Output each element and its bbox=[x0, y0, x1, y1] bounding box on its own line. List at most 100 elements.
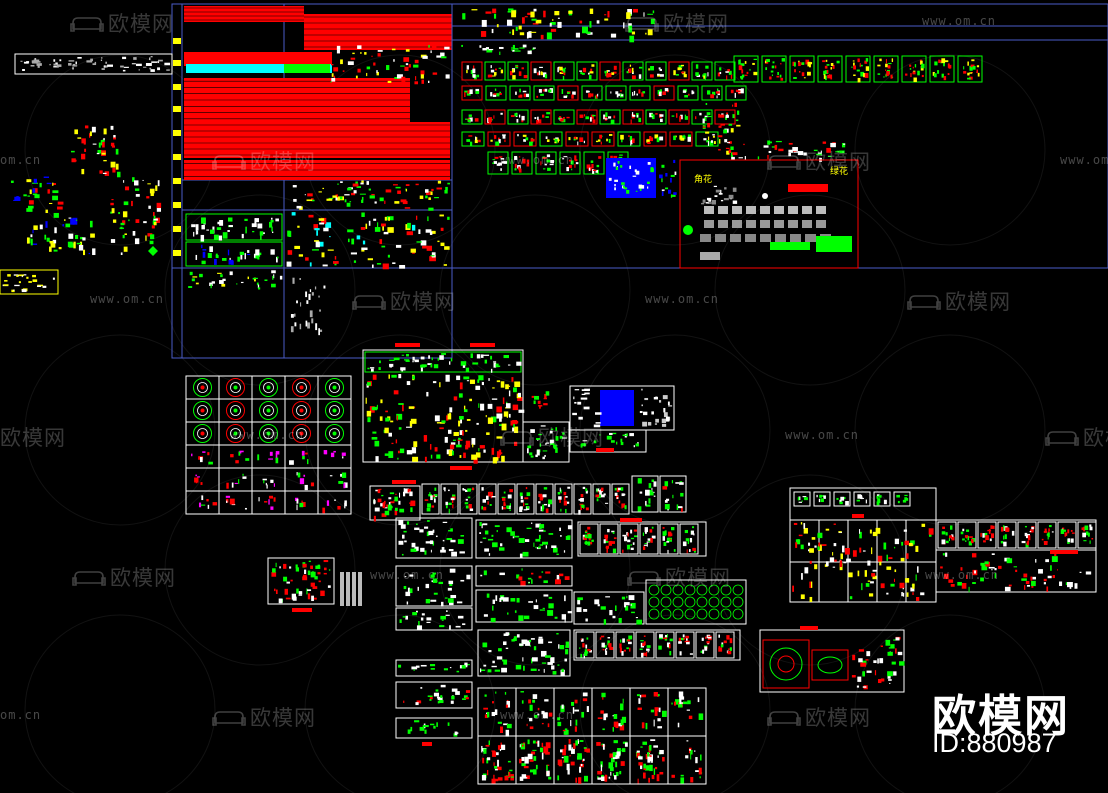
detail-mark bbox=[424, 456, 427, 463]
detail-mark bbox=[640, 640, 644, 642]
detail-mark bbox=[574, 699, 578, 704]
detail-mark bbox=[505, 632, 510, 636]
detail-mark bbox=[575, 719, 578, 726]
detail-mark bbox=[617, 487, 622, 491]
detail-mark bbox=[422, 725, 429, 728]
medallion bbox=[259, 401, 278, 420]
detail-mark bbox=[506, 401, 508, 405]
detail-mark bbox=[541, 722, 544, 725]
detail-mark bbox=[595, 422, 601, 424]
detail-mark bbox=[496, 406, 502, 413]
detail-mark bbox=[398, 403, 404, 405]
detail-mark bbox=[545, 545, 548, 549]
detail-mark bbox=[616, 497, 619, 499]
detail-mark bbox=[633, 90, 636, 96]
small-medallion bbox=[708, 596, 720, 608]
detail-mark bbox=[429, 699, 432, 701]
detail-mark bbox=[496, 93, 500, 97]
detail-mark bbox=[862, 686, 867, 688]
medallion-inner bbox=[296, 405, 307, 416]
watermark-circle bbox=[164, 474, 356, 666]
detail-mark bbox=[920, 60, 923, 65]
detail-mark bbox=[253, 277, 258, 279]
detail-mark bbox=[522, 551, 529, 557]
detail-mark bbox=[523, 502, 525, 507]
detail-mark bbox=[540, 650, 547, 657]
detail-mark bbox=[583, 747, 587, 749]
detail-mark bbox=[619, 724, 625, 731]
detail-mark bbox=[409, 491, 413, 497]
detail-mark bbox=[329, 236, 331, 238]
detail-mark bbox=[633, 445, 635, 448]
detail-mark bbox=[42, 285, 47, 288]
detail-mark bbox=[792, 147, 798, 151]
detail-mark bbox=[226, 500, 228, 504]
detail-mark bbox=[432, 529, 435, 533]
detail-mark bbox=[420, 70, 425, 75]
detail-mark bbox=[803, 152, 807, 156]
detail-mark bbox=[231, 482, 234, 488]
detail-drawing bbox=[701, 85, 723, 101]
detail-mark bbox=[308, 560, 311, 563]
detail-mark bbox=[797, 497, 800, 501]
medallion-inner bbox=[263, 382, 274, 393]
detail-mark bbox=[713, 185, 717, 188]
small-medallion bbox=[684, 596, 696, 608]
detail-mark bbox=[331, 64, 334, 66]
detail-mark bbox=[588, 93, 591, 98]
detail-mark bbox=[633, 535, 638, 538]
detail-mark bbox=[440, 695, 443, 699]
detail-mark bbox=[614, 487, 617, 491]
detail-mark bbox=[500, 168, 502, 171]
detail-mark bbox=[608, 776, 611, 779]
detail-mark bbox=[499, 92, 502, 95]
detail-mark bbox=[466, 139, 471, 142]
detail-mark bbox=[680, 777, 685, 784]
detail-mark bbox=[693, 549, 696, 553]
detail-mark bbox=[533, 769, 537, 775]
detail-mark bbox=[195, 230, 199, 235]
detail-mark bbox=[967, 535, 970, 541]
detail-mark bbox=[738, 157, 743, 159]
detail-mark bbox=[768, 141, 772, 144]
detail-mark bbox=[355, 181, 358, 185]
detail-mark bbox=[458, 393, 463, 398]
detail-mark bbox=[415, 702, 419, 706]
detail-mark bbox=[424, 189, 429, 193]
detail-mark bbox=[150, 191, 154, 197]
detail-mark bbox=[384, 200, 386, 204]
detail-mark bbox=[904, 494, 908, 497]
detail-mark bbox=[499, 415, 502, 422]
detail-mark bbox=[390, 420, 394, 423]
detail-mark bbox=[488, 117, 492, 123]
detail-mark bbox=[462, 365, 466, 368]
detail-mark bbox=[888, 679, 892, 681]
detail-mark bbox=[440, 615, 446, 620]
detail-mark bbox=[456, 670, 460, 673]
detail-mark bbox=[646, 648, 650, 651]
detail-mark bbox=[764, 60, 767, 64]
detail-mark bbox=[682, 634, 685, 638]
detail-mark bbox=[497, 777, 503, 781]
detail-mark bbox=[865, 659, 869, 661]
detail-mark bbox=[405, 615, 409, 620]
detail-mark bbox=[609, 767, 614, 772]
detail-mark bbox=[270, 506, 274, 510]
detail-mark bbox=[624, 742, 628, 747]
detail-mark bbox=[532, 694, 538, 699]
pattern-tile bbox=[704, 220, 714, 228]
detail-mark bbox=[512, 427, 516, 432]
detail-mark bbox=[673, 701, 676, 706]
detail-mark bbox=[314, 240, 319, 242]
detail-mark bbox=[239, 251, 245, 255]
detail-mark bbox=[988, 529, 991, 534]
detail-mark bbox=[387, 227, 394, 233]
detail-mark bbox=[557, 21, 562, 28]
detail-mark bbox=[398, 520, 404, 526]
detail-mark bbox=[1011, 530, 1015, 536]
detail-mark bbox=[646, 541, 650, 543]
detail-mark bbox=[818, 542, 821, 549]
detail-mark bbox=[596, 498, 599, 502]
detail-mark bbox=[579, 114, 584, 118]
